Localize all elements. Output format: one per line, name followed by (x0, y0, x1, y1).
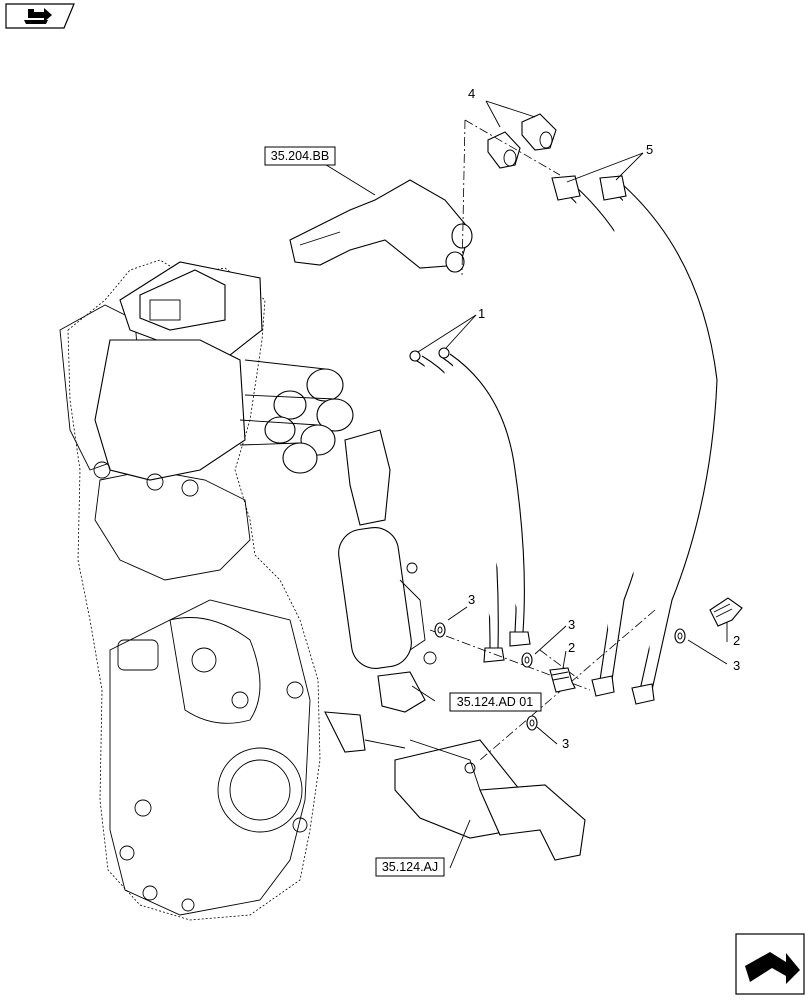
book-arrow-icon[interactable] (5, 3, 75, 29)
valve-couplers (239, 359, 354, 474)
callout-bolt-right: 2 (733, 633, 740, 648)
reference-label-top[interactable]: 35.204.BB (264, 146, 336, 166)
reference-text-bottom: 35.124.AJ (382, 860, 438, 874)
callout-washer-left: 3 (468, 592, 475, 607)
lift-cylinder (338, 429, 437, 713)
hitch-cylinder (324, 711, 586, 861)
callout-washer-lower: 3 (562, 736, 569, 751)
short-hydraulic-pipes (409, 347, 531, 663)
leader-lines (322, 100, 728, 869)
bolt-right (709, 597, 743, 627)
washer-lower (526, 715, 538, 731)
washer-right (674, 628, 686, 644)
bolt-center (549, 667, 576, 693)
auxiliary-valve-assembly (289, 179, 473, 273)
reference-text-top: 35.204.BB (271, 149, 329, 163)
callout-couplers: 4 (468, 86, 475, 101)
callout-long-pipes: 5 (646, 142, 653, 157)
quick-couplers (487, 113, 557, 169)
washer-left (434, 622, 446, 638)
tractor-rear-housing (59, 259, 321, 921)
reference-label-bottom[interactable]: 35.124.AJ (375, 857, 445, 877)
control-valve-block (93, 261, 354, 497)
next-page-arrow-icon[interactable] (735, 933, 805, 995)
reference-text-middle: 35.124.AD 01 (457, 695, 533, 709)
callout-washer-center: 3 (568, 617, 575, 632)
long-hydraulic-pipes (551, 175, 718, 705)
reference-label-middle[interactable]: 35.124.AD 01 (449, 692, 542, 712)
washer-center (521, 652, 533, 668)
callout-washer-right: 3 (733, 658, 740, 673)
callout-short-pipes: 1 (478, 306, 485, 321)
callout-bolt-center: 2 (568, 640, 575, 655)
